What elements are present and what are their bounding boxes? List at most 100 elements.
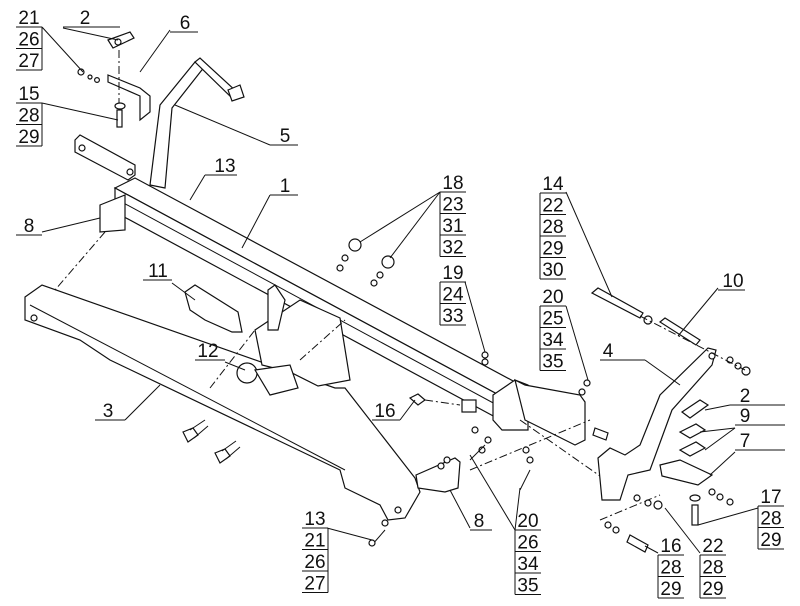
part-number-label: 17 — [760, 487, 781, 508]
leader-line — [644, 359, 681, 386]
fasteners-top-left — [77, 50, 126, 128]
part-number-label: 4 — [603, 341, 614, 362]
callout-c6: 6 — [139, 13, 198, 73]
part-number-label: 19 — [442, 263, 463, 284]
part-number-label: 29 — [660, 579, 681, 600]
part-number-label: 3 — [103, 401, 114, 422]
part-number-label: 29 — [542, 239, 563, 260]
leader-line — [399, 399, 416, 421]
part-number-label: 34 — [517, 554, 539, 575]
leader-line — [677, 287, 719, 337]
part-number-label: 7 — [740, 431, 751, 452]
part-number-label: 28 — [760, 509, 781, 530]
leader-line — [464, 281, 486, 353]
part-number-label: 29 — [18, 127, 39, 148]
leader-line — [124, 384, 161, 421]
part-number-label: 32 — [442, 238, 463, 259]
part-number-label: 24 — [442, 285, 464, 306]
callout-c16a: 16 — [372, 399, 416, 422]
part-number-label: 14 — [542, 174, 564, 195]
callout-c8a: 8 — [16, 216, 101, 237]
right-frame-bracket — [408, 378, 661, 521]
leader-line — [139, 29, 171, 73]
leader-line — [699, 427, 736, 433]
part-number-label: 23 — [442, 195, 463, 216]
leader-line — [704, 404, 731, 411]
part-number-label: 20 — [542, 287, 563, 308]
part-number-label: 16 — [374, 401, 395, 422]
leader-line — [697, 507, 759, 526]
leader-line — [514, 487, 521, 531]
leader-line — [469, 454, 516, 531]
part-number-label: 5 — [280, 126, 291, 147]
callout-c13a: 13 — [189, 156, 237, 201]
leader-line — [41, 217, 101, 233]
leader-line — [704, 427, 736, 451]
part-number-label: 21 — [18, 8, 39, 29]
leader-line — [174, 104, 271, 146]
callout-c5: 5 — [174, 104, 298, 147]
leader-line — [449, 489, 471, 529]
leader-line — [224, 361, 246, 371]
nuts-part-18 — [336, 238, 489, 366]
part-number-label: 12 — [197, 341, 218, 362]
part-number-label: 21 — [304, 531, 325, 552]
part-number-label: 26 — [18, 30, 39, 51]
part-number-label: 28 — [660, 558, 681, 579]
part-number-label: 2 — [740, 386, 751, 407]
part-number-label: 11 — [148, 261, 168, 282]
part-number-label: 30 — [542, 260, 563, 281]
part-number-label: 27 — [304, 574, 325, 595]
part-number-label: 29 — [760, 530, 781, 551]
callout-c4: 4 — [600, 341, 681, 386]
part-number-label: 9 — [740, 406, 751, 427]
callout-c9: 9 — [699, 406, 785, 451]
part-number-label: 26 — [517, 533, 538, 554]
leader-line — [389, 191, 441, 259]
leader-line — [189, 174, 206, 201]
reinforcement-beam-part-3 — [24, 231, 421, 521]
part-number-label: 6 — [180, 13, 191, 34]
part-number-label: 8 — [474, 511, 485, 532]
part-number-label: 25 — [542, 309, 563, 330]
part-number-label: 20 — [517, 511, 538, 532]
part-number-label: 28 — [18, 106, 39, 127]
part-number-label: 27 — [18, 51, 39, 72]
leader-line — [241, 194, 271, 249]
callout-c1: 1 — [241, 176, 298, 249]
leader-line — [41, 102, 119, 121]
leader-line — [565, 191, 613, 298]
part-number-label: 28 — [702, 558, 723, 579]
part-number-label: 18 — [442, 173, 463, 194]
leader-line — [62, 27, 119, 41]
callout-c2b: 2 — [704, 386, 785, 411]
part-number-label: 28 — [542, 217, 563, 238]
leader-line — [565, 305, 589, 381]
callout-c2a: 2 — [62, 8, 120, 41]
part-number-label: 22 — [702, 536, 723, 557]
leader-line — [326, 527, 373, 541]
part-number-label: 2 — [80, 8, 91, 29]
fasteners-middle — [368, 379, 591, 547]
leader-line — [644, 545, 659, 554]
part-number-label: 35 — [542, 352, 563, 373]
part-number-label: 15 — [18, 84, 39, 105]
right-side-bracket-part-4 — [590, 287, 751, 501]
part-number-label: 26 — [304, 552, 325, 573]
leader-line — [664, 507, 701, 554]
part-number-label: 34 — [542, 330, 564, 351]
callout-c11: 11 — [143, 261, 196, 301]
part-number-label: 22 — [542, 196, 563, 217]
callout-c7: 7 — [709, 431, 785, 476]
